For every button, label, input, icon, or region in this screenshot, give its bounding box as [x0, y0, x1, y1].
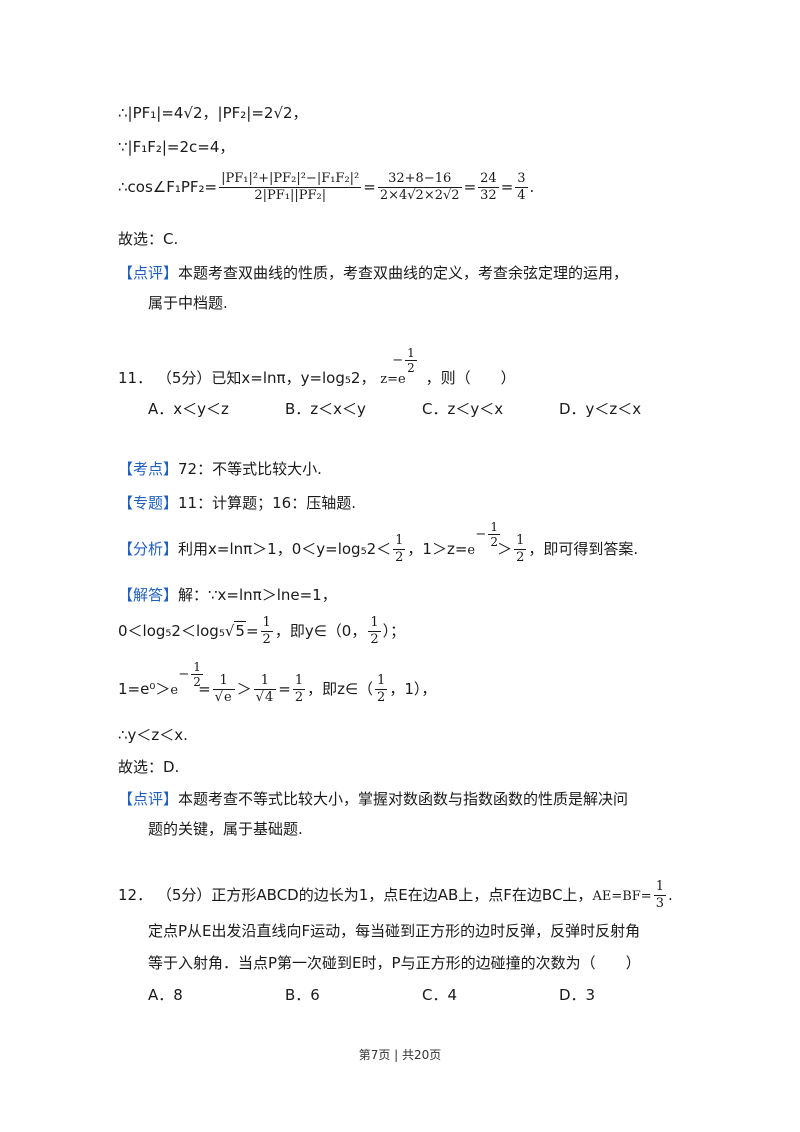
q11-option-a[interactable]: A．x＜y＜z [148, 400, 229, 418]
q11-option-c[interactable]: C．z＜y＜x [422, 400, 504, 418]
q11-option-b[interactable]: B．z＜x＜y [285, 400, 366, 418]
q11-number: 11． [118, 369, 153, 387]
q11-kaodian: 【考点】72：不等式比较大小. [118, 460, 322, 478]
q11-option-d[interactable]: D．y＜z＜x [559, 400, 642, 418]
page-footer: 第7页 | 共20页 [358, 1048, 442, 1062]
q11-zhuanti: 【专题】11：计算题；16：压轴题. [118, 494, 356, 512]
q12-option-d[interactable]: D．3 [559, 986, 596, 1004]
q11-score: （5分） [156, 369, 212, 387]
q11-answer: 故选：D. [118, 758, 180, 776]
p10-formula-prefix: ∴cos∠F₁PF₂= [118, 178, 218, 196]
review-tag: 【点评】 [118, 264, 179, 282]
q12-number: 12． [118, 886, 153, 904]
p10-line1: ∴|PF₁|=4√2，|PF₂|=2√2， [118, 104, 308, 122]
q12-stem-line2: 定点P从E出发沿直线向F运动，每当碰到正方形的边时反弹，反弹时反射角 [148, 922, 641, 940]
q11-conclusion: ∴y＜z＜x. [118, 726, 188, 744]
p10-line2: ∵|F₁F₂|=2c=4， [118, 138, 235, 156]
q11-review: 【点评】本题考查不等式比较大小，掌握对数函数与指数函数的性质是解决问 [118, 790, 629, 808]
p10-review: 【点评】本题考查双曲线的性质，考查双曲线的定义，考查余弦定理的运用， [118, 264, 629, 282]
q12-score: （5分） [156, 886, 212, 904]
q12-stem-line3: 等于入射角．当点P第一次碰到E时，P与正方形的边碰撞的次数为（ ） [148, 954, 641, 972]
q12-option-b[interactable]: B．6 [285, 986, 320, 1004]
q12-stem-line1: 12． （5分）正方形ABCD的边长为1，点E在边AB上，点F在边BC上，AE=… [118, 879, 673, 911]
q11-jieda: 【解答】解：∵x=lnπ＞lne=1， [118, 586, 337, 604]
q11-review-cont: 题的关键，属于基础题. [148, 820, 303, 838]
q12-option-a[interactable]: A．8 [148, 986, 183, 1004]
q12-options: A．8 B．6 C．4 D．3 [148, 984, 696, 1006]
q11-options: A．x＜y＜z B．z＜x＜y C．z＜y＜x D．y＜z＜x [148, 398, 696, 420]
p10-review-cont: 属于中档题. [148, 294, 228, 312]
p10-answer: 故选：C. [118, 230, 179, 248]
q12-option-c[interactable]: C．4 [422, 986, 458, 1004]
